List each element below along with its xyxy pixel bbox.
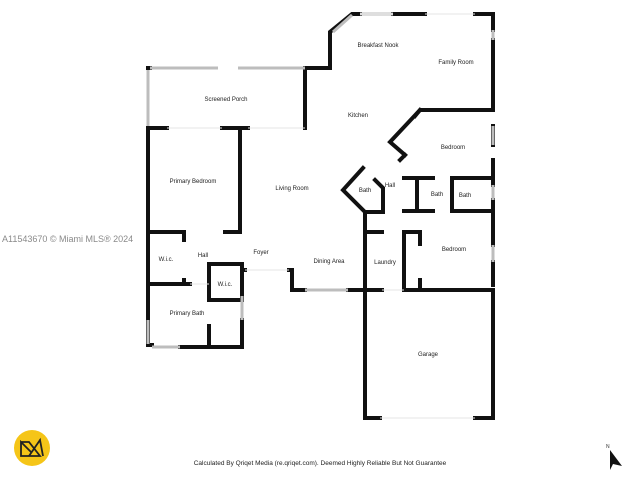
room-label-family-room: Family Room <box>438 60 474 66</box>
room-label-foyer: Foyer <box>253 250 269 256</box>
room-label-kitchen: Kitchen <box>347 113 369 119</box>
room-label-primary-bedroom: Primary Bedroom <box>169 179 217 185</box>
openings <box>167 13 475 419</box>
qriqet-logo-icon <box>14 430 50 466</box>
windows <box>146 12 495 349</box>
north-arrow-icon <box>610 450 622 470</box>
room-label-bath-angled: Bath <box>358 188 372 194</box>
room-label-garage: Garage <box>417 352 439 358</box>
room-label-dining-area: Dining Area <box>313 259 345 265</box>
room-label-laundry: Laundry <box>374 260 396 266</box>
footer-disclaimer: Calculated By Qriqet Media (re.qriqet.co… <box>193 460 447 467</box>
room-label-hall-right: Hall <box>384 183 396 189</box>
room-label-screened-porch: Screened Porch <box>204 97 248 103</box>
room-label-bath-2: Bath <box>430 192 444 198</box>
walls <box>146 12 495 420</box>
room-label-living-room: Living Room <box>275 186 309 192</box>
room-label-wic-center: W.i.c. <box>217 282 233 288</box>
mls-watermark: A11543670 © Miami MLS® 2024 <box>2 234 134 244</box>
room-label-hall-left: Hall <box>197 253 209 259</box>
room-label-breakfast-nook: Breakfast Nook <box>357 43 399 49</box>
room-label-bedroom-2: Bedroom <box>440 145 466 151</box>
room-label-primary-bath: Primary Bath <box>169 311 205 317</box>
room-label-bath-3: Bath <box>458 193 472 199</box>
room-label-bedroom-3: Bedroom <box>441 247 467 253</box>
north-label: N <box>606 444 610 450</box>
room-label-wic-left: W.i.c. <box>158 257 174 263</box>
